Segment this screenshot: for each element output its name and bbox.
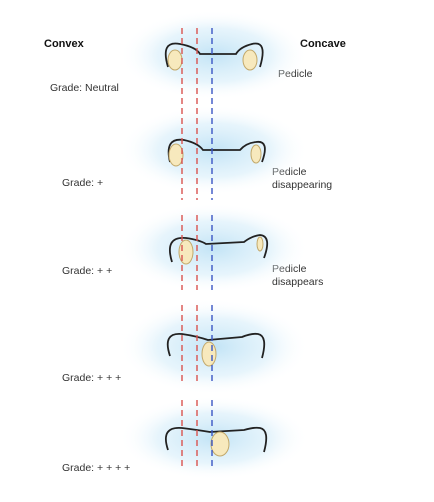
vertebra-2-outline [167,138,266,163]
reference-lines [181,28,213,470]
glow-3 [119,203,309,293]
grade-label-1: Grade: Neutral [50,82,119,94]
vertebra-3-outline [168,234,269,263]
grade-label-2: Grade: + [62,177,104,189]
pedicle-3-right [256,236,264,252]
pedicle-4 [201,341,217,367]
pedicle-note-2-line-2: disappearing [272,179,333,191]
vertebra-1-outline [164,42,264,68]
vertebra-5 [164,426,268,457]
vertebra-4-outline [166,332,266,359]
pedicle-2-left [168,143,184,167]
convex-header: Convex [44,38,84,50]
pedicle-1-left [167,49,183,71]
vertebra-2 [167,138,266,167]
glow-1 [119,10,309,100]
concave-header: Concave [300,38,346,50]
grade-label-4: Grade: + + + [62,372,122,384]
glow-layer [119,10,309,480]
grade-label-3: Grade: + + [62,265,113,277]
pedicle-2-right [250,144,262,164]
vertebra-5-outline [164,426,268,453]
vertebra-1 [164,42,264,71]
pedicle-3-left [178,239,194,265]
pedicle-note-3-line-2: disappears [272,276,324,288]
pedicle-5 [210,431,230,457]
grade-label-5: Grade: + + + + [62,462,131,474]
pedicle-1-right [242,49,258,71]
